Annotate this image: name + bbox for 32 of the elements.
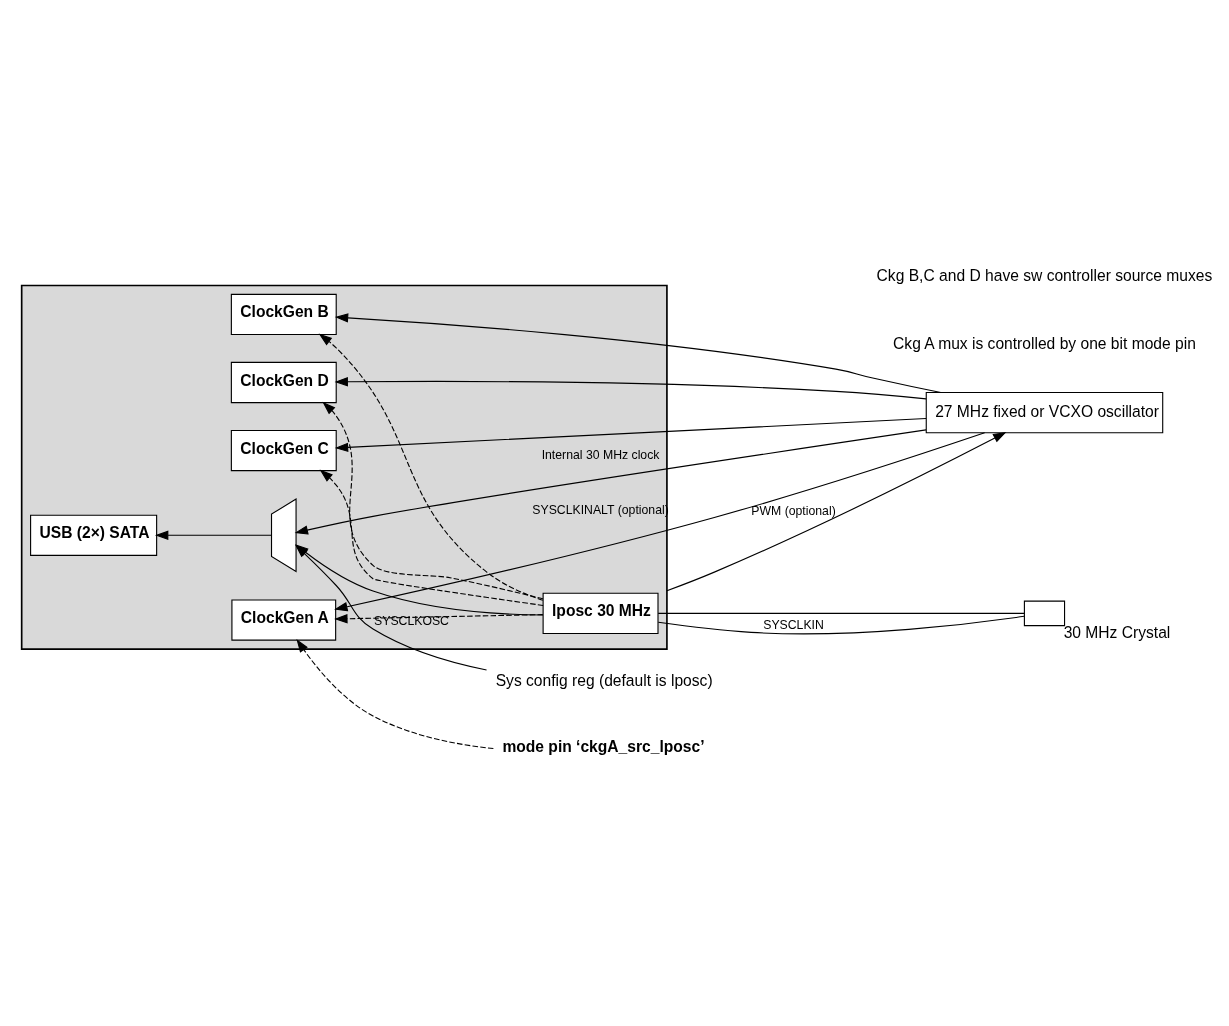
connector bbox=[657, 615, 1025, 635]
edge-label: SYSCLKIN bbox=[763, 617, 824, 632]
arrow bbox=[334, 432, 986, 612]
node-label: 30 MHz Crystal bbox=[1063, 624, 1171, 642]
arrow bbox=[666, 432, 1007, 592]
node-box: 27 MHz fixed or VCXO oscillator bbox=[925, 392, 1164, 434]
label: Ckg A mux is controlled by one bit mode pin bbox=[893, 334, 1196, 352]
arrow bbox=[322, 401, 544, 600]
arrow bbox=[334, 377, 927, 400]
arrow bbox=[296, 639, 494, 750]
cluster bbox=[20, 284, 668, 650]
node-text: mode pin ‘ckgA_src_lposc’ bbox=[502, 738, 705, 756]
node-box: ClockGen A bbox=[231, 599, 337, 641]
node-box: ClockGen B bbox=[230, 293, 337, 336]
arrow bbox=[319, 469, 544, 607]
label: Ckg B,C and D have sw controller source muxes bbox=[876, 266, 1213, 284]
edge-label: Internal 30 MHz clock bbox=[541, 448, 660, 463]
node-trapezoid bbox=[270, 498, 297, 573]
edge-label: PWM (optional) bbox=[751, 504, 836, 519]
arrow bbox=[318, 333, 544, 601]
node-box: USB (2×) SATA bbox=[30, 514, 158, 556]
arrow bbox=[334, 313, 942, 394]
edge-label: SYSCLKOSC bbox=[374, 614, 449, 629]
node-box: ClockGen C bbox=[230, 429, 337, 472]
node-text: Sys config reg (default is lposc) bbox=[495, 671, 713, 689]
node-box: ClockGen D bbox=[230, 361, 337, 404]
arrow bbox=[294, 429, 927, 535]
arrow bbox=[154, 530, 273, 540]
arrow bbox=[334, 417, 927, 453]
node-box: lposc 30 MHz bbox=[542, 592, 659, 634]
node-box bbox=[1023, 600, 1066, 627]
connector bbox=[657, 612, 1025, 614]
